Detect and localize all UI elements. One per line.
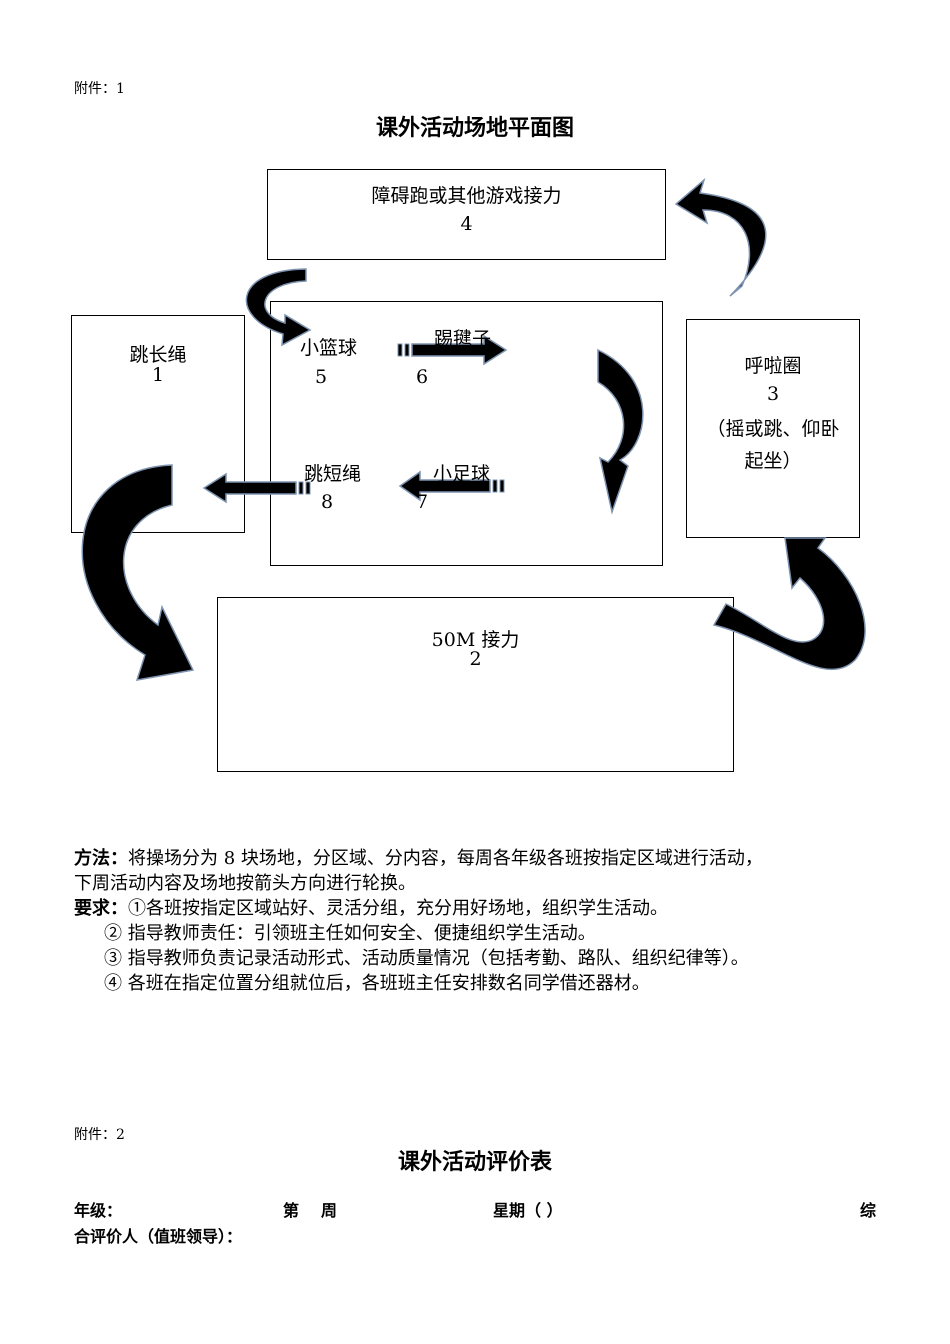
station-1-number: 1 — [151, 364, 165, 386]
station-1-box — [71, 315, 245, 533]
inner-field-box — [270, 301, 663, 566]
curved-arrow-4-to-5 — [245, 268, 312, 347]
station-8-number: 8 — [321, 491, 334, 513]
method-label: 方法： — [74, 848, 128, 869]
evaluation-table-title: 课外活动评价表 — [397, 1150, 552, 1175]
station-2-box — [217, 597, 734, 772]
diagram-title: 课外活动场地平面图 — [375, 116, 574, 141]
station-3-name: 呼啦圈 — [744, 355, 802, 377]
station-2-name: 50M 接力 — [431, 629, 520, 651]
form-grade-label: 年级： — [74, 1201, 123, 1220]
requirement-line-2: ② 指导教师责任：引领班主任如何安全、便捷组织学生活动。 — [104, 923, 596, 944]
requirement-line-1: 要求：①各班按指定区域站好、灵活分组，充分用好场地，组织学生活动。 — [74, 898, 668, 919]
requirement-line-3: ③ 指导教师负责记录活动形式、活动质量情况（包括考勤、路队、组织纪律等）。 — [104, 948, 749, 969]
station-4-name: 障碍跑或其他游戏接力 — [371, 185, 562, 207]
curved-arrow-2-to-3 — [712, 537, 866, 671]
station-7-name: 小足球 — [433, 463, 491, 485]
straight-arrow-8-to-1 — [202, 472, 311, 504]
station-3-box — [686, 319, 860, 538]
station-4-number: 4 — [460, 213, 473, 235]
requirement-line-4: ④ 各班在指定位置分组就位后，各班班主任安排数名同学借还器材。 — [104, 973, 650, 994]
form-overall-part-2: 合评价人（值班领导）： — [74, 1227, 243, 1246]
station-7-number: 7 — [416, 491, 429, 513]
straight-arrow-5-to-6 — [397, 334, 508, 366]
station-4-box — [267, 169, 666, 260]
requirements-label: 要求： — [74, 898, 128, 919]
station-2-number: 2 — [469, 648, 482, 670]
attachment-1-label: 附件：1 — [74, 81, 125, 97]
straight-arrow-7-to-8 — [398, 470, 505, 502]
attachment-2-label: 附件：2 — [74, 1127, 125, 1143]
station-8-name: 跳短绳 — [304, 463, 362, 485]
station-5-name: 小篮球 — [300, 337, 358, 359]
method-line-1: 方法：将操场分为 8 块场地，分区域、分内容，每周各年级各班按指定区域进行活动， — [74, 848, 763, 869]
method-line-2: 下周活动内容及场地按箭头方向进行轮换。 — [74, 873, 416, 894]
station-5-number: 5 — [315, 366, 328, 388]
station-6-name: 踢毽子 — [434, 328, 492, 346]
station-6-number: 6 — [416, 366, 429, 388]
station-3-detail-1: （摇或跳、仰卧 — [706, 418, 840, 440]
station-3-detail-2: 起坐） — [744, 450, 802, 472]
station-1-name: 跳长绳 — [129, 344, 187, 366]
curved-arrow-1-to-2 — [81, 464, 195, 681]
form-weekday: 星期（ ） — [493, 1201, 563, 1220]
form-overall-part-1: 综 — [860, 1201, 877, 1220]
curved-arrow-3-to-4 — [674, 177, 767, 297]
form-week-di: 第 — [283, 1201, 300, 1220]
curved-arrow-6-to-7 — [597, 348, 644, 515]
form-week-zhou: 周 — [321, 1201, 338, 1220]
station-3-number: 3 — [766, 383, 780, 405]
